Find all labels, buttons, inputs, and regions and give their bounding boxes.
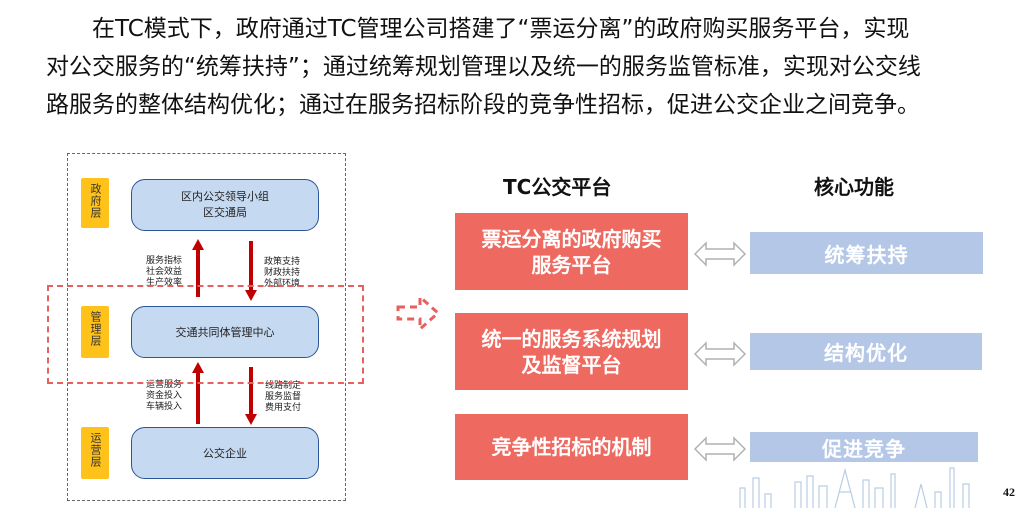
operation-node-label: 公交企业 [203,447,247,460]
down-label-bottom-1: 线路制定 [265,381,302,391]
platform-box-1: 票运分离的政府购买 服务平台 [455,213,688,290]
up-label-bottom-3: 车辆投入 [146,402,183,412]
layer-tag-operation-text: 运营层 [89,432,102,468]
management-highlight-frame [47,285,364,384]
header-platform: TC公交平台 [503,175,612,199]
layer-tag-management-text: 管理层 [89,311,102,347]
platform-box-1-line1: 票运分离的政府购买 [481,226,662,251]
header-function: 核心功能 [814,175,894,199]
up-label-top-3: 生产效率 [146,278,183,288]
layer-tag-government: 政府层 [81,178,109,228]
up-arrow-top [192,239,204,297]
layer-tag-government-text: 政府层 [89,183,102,219]
page-number: 42 [1003,485,1015,499]
management-node: 交通共同体管理中心 [131,306,319,358]
down-labels-top: 政策支持 财政扶持 外部环境 [264,257,300,290]
down-label-top-3: 外部环境 [264,279,301,289]
down-label-bottom-3: 费用支付 [265,403,302,413]
dashed-pointer-arrow-icon [396,293,441,333]
platform-box-2-line2: 及监督平台 [521,352,622,377]
management-node-label: 交通共同体管理中心 [175,326,275,339]
intro-line-3: 路服务的整体结构优化；通过在服务招标阶段的竞争性招标，促进公交企业之间竞争。 [46,92,920,118]
down-label-top-2: 财政扶持 [264,268,301,278]
double-arrow-icon-1 [694,241,746,267]
down-arrow-top [245,241,257,301]
intro-line-1: 在TC模式下，政府通过TC管理公司搭建了“票运分离”的政府购买服务平台，实现 [92,16,910,42]
double-arrow-icon-3 [694,436,746,462]
up-labels-bottom: 运营服务 资金投入 车辆投入 [146,380,182,413]
down-arrow-bottom [245,367,257,425]
government-node-line1: 区内公交领导小组 [181,190,269,203]
down-label-top-1: 政策支持 [264,257,301,267]
structure-diagram [67,153,346,501]
intro-paragraph: 在TC模式下，政府通过TC管理公司搭建了“票运分离”的政府购买服务平台，实现 对… [46,10,1006,124]
up-label-top-2: 社会效益 [146,267,183,277]
function-box-2: 结构优化 [750,333,982,370]
layer-tag-operation: 运营层 [81,427,109,479]
up-labels-top: 服务指标 社会效益 生产效率 [146,256,182,289]
intro-line-2: 对公交服务的“统筹扶持”；通过统筹规划管理以及统一的服务监管标准，实现对公交线 [46,54,921,80]
double-arrow-icon-2 [694,341,746,367]
platform-box-2: 统一的服务系统规划 及监督平台 [455,313,688,390]
down-label-bottom-2: 服务监督 [265,392,302,402]
platform-box-3: 竞争性招标的机制 [455,414,688,480]
platform-box-3-line1: 竞争性招标的机制 [491,435,652,459]
up-label-bottom-2: 资金投入 [146,391,183,401]
up-label-top-1: 服务指标 [146,256,183,266]
government-node: 区内公交领导小组 区交通局 [131,179,319,231]
platform-box-2-line1: 统一的服务系统规划 [481,326,662,351]
government-node-line2: 区交通局 [203,206,247,219]
down-labels-bottom: 线路制定 服务监督 费用支付 [265,381,301,414]
operation-node: 公交企业 [131,427,319,479]
up-label-bottom-1: 运营服务 [146,380,183,390]
function-box-2-label: 结构优化 [824,341,908,365]
function-box-3: 促进竞争 [750,432,978,462]
layer-tag-management: 管理层 [81,306,109,358]
function-box-1: 统筹扶持 [750,232,983,274]
up-arrow-bottom [192,362,204,424]
platform-box-1-line2: 服务平台 [531,252,612,277]
function-box-3-label: 促进竞争 [822,436,906,461]
city-skyline-decoration [739,467,970,508]
function-box-1-label: 统筹扶持 [824,242,909,267]
